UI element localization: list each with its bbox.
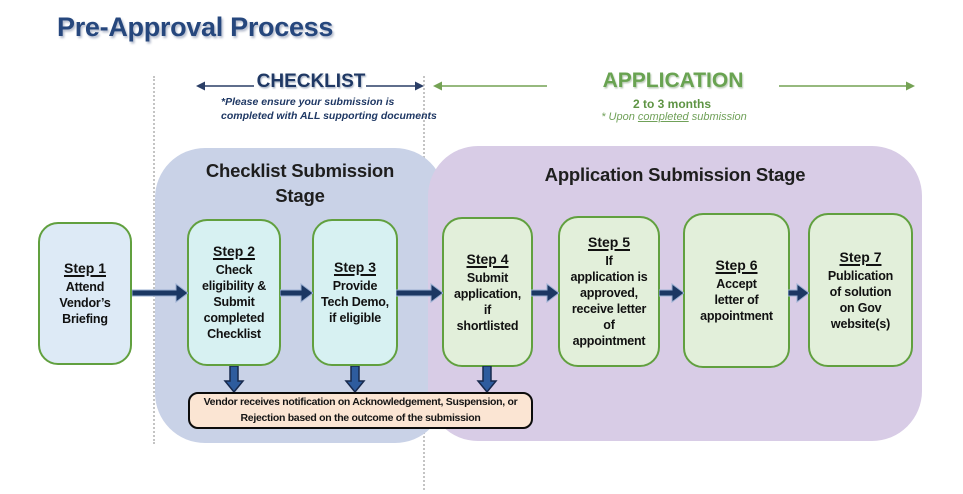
flow-arrow-step5-to-step6-icon [659, 283, 684, 303]
step-box-4: Step 4 Submit application, if shortliste… [442, 217, 533, 367]
application-span-arrow-left-icon [433, 81, 547, 91]
down-arrow-step4-icon [476, 366, 498, 393]
flow-arrow-step1-to-step2-icon [132, 283, 188, 303]
application-span-arrow-right-icon [779, 81, 915, 91]
step-2-label: Step 2 [212, 243, 255, 259]
page-title: Pre-Approval Process [57, 12, 334, 42]
section-divider-left [153, 76, 155, 444]
checklist-stage-title: Checklist Submission Stage [205, 160, 395, 206]
down-arrow-step3-icon [344, 366, 366, 393]
step-box-7: Step 7 Publication of solution on Gov we… [808, 213, 913, 367]
step-5-text: If application is approved, receive lett… [570, 254, 648, 348]
step-2-text: Check eligibility & Submit completed Che… [201, 263, 267, 341]
notification-text: Vendor receives notification on Acknowle… [203, 395, 518, 424]
down-arrow-step2-icon [223, 366, 245, 393]
step-5-label: Step 5 [587, 234, 630, 250]
step-box-3: Step 3 Provide Tech Demo, if eligible [312, 219, 398, 366]
step-1-text: Attend Vendor’s Briefing [59, 280, 111, 326]
step-3-text: Provide Tech Demo, if eligible [321, 279, 389, 325]
application-note: * Upon completed submission [554, 111, 794, 123]
application-note-underlined: completed [637, 111, 689, 123]
application-duration: 2 to 3 months [632, 97, 711, 111]
step-box-1: Step 1 Attend Vendor’s Briefing [38, 222, 132, 365]
step-box-6: Step 6 Accept letter of appointment [683, 213, 790, 368]
flow-arrow-step6-to-step7-icon [788, 283, 809, 303]
flow-arrow-step3-to-step4-icon [396, 283, 443, 303]
flow-arrow-step4-to-step5-icon [531, 283, 559, 303]
step-4-text: Submit application, if shortlisted [453, 270, 522, 333]
notification-box: Vendor receives notification on Acknowle… [188, 392, 533, 429]
checklist-span-arrow-right-icon [366, 81, 424, 91]
step-7-label: Step 7 [839, 248, 882, 265]
checklist-span-arrow-left-icon [196, 81, 254, 91]
step-box-5: Step 5 If application is approved, recei… [558, 216, 660, 367]
step-box-2: Step 2 Check eligibility & Submit comple… [187, 219, 281, 366]
step-4-label: Step 4 [466, 250, 509, 267]
step-6-label: Step 6 [715, 257, 758, 273]
step-3-label: Step 3 [333, 259, 376, 275]
step-1-label: Step 1 [63, 260, 106, 276]
flow-arrow-step2-to-step3-icon [280, 283, 313, 303]
step-6-text: Accept letter of appointment [700, 277, 773, 323]
checklist-note: *Please ensure your submission is comple… [221, 96, 437, 122]
application-section-header: APPLICATION [602, 69, 744, 92]
application-note-suffix: submission [688, 111, 747, 123]
checklist-section-header: CHECKLIST [256, 71, 366, 92]
application-stage-title: Application Submission Stage [544, 164, 806, 185]
application-note-prefix: * Upon [601, 111, 638, 123]
step-7-text: Publication of solution on Gov website(s… [827, 268, 894, 331]
